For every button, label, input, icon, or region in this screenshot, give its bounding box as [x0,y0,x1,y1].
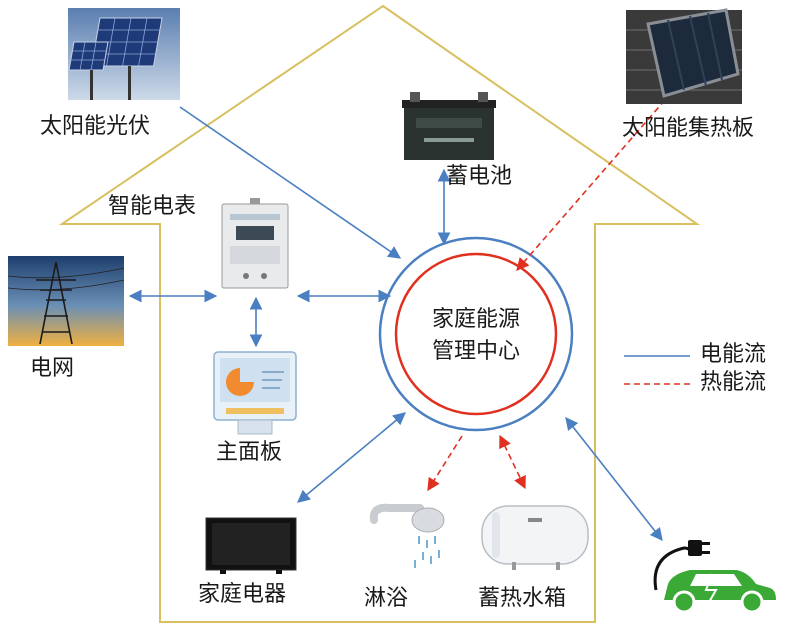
hub-title-line2: 管理中心 [431,339,520,364]
label-grid: 电网 [30,356,75,381]
hub-title-line1: 家庭能源 [431,307,520,332]
label-water-tank: 蓄热水箱 [478,586,567,611]
battery-icon [402,92,496,160]
smart-meter-icon [221,198,289,289]
arrow-thermal-to-hub [516,99,666,271]
arrow-hub-shower [427,435,463,492]
solar-thermal-icon [626,8,742,104]
house-outline [58,4,701,623]
shower-icon [369,503,445,568]
water-tank-icon [481,505,589,570]
ev-car-icon [653,540,776,614]
hub-outer-ring [378,236,574,432]
label-appliances: 家庭电器 [198,582,287,607]
label-solar-pv: 太阳能光伏 [40,114,151,139]
label-solar-thermal: 太阳能集热板 [622,116,755,141]
arrow-hub-tank [499,434,526,490]
label-main-panel: 主面板 [216,440,283,465]
hub-inner-ring [394,252,558,416]
solar-pv-icon [68,8,180,100]
main-panel-icon [213,351,297,435]
label-battery: 蓄电池 [446,164,513,189]
legend-electric-label: 电能流 [700,342,767,367]
label-shower: 淋浴 [364,586,409,611]
tv-icon [205,517,297,574]
arrow-hub-ev [565,416,663,542]
label-smart-meter: 智能电表 [108,194,197,219]
legend-thermal-label: 热能流 [700,370,767,395]
hub-title: 家庭能源 管理中心 [406,304,546,368]
arrow-hub-appliances [297,412,406,503]
arrow-pv-to-hub [179,106,402,259]
power-tower-icon [7,256,125,346]
